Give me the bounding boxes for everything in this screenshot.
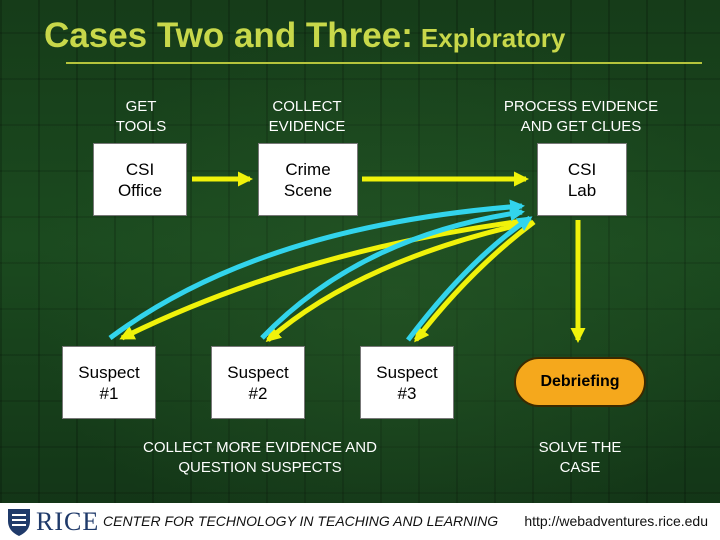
arrow-suspect2-to-lab — [260, 206, 525, 340]
title-main: Cases Two and Three: — [44, 16, 413, 55]
node-crime-scene: Crime Scene — [258, 143, 358, 216]
header-get-tools-text: GET TOOLS — [115, 98, 167, 135]
footer-bar: RICE CENTER FOR TECHNOLOGY IN TEACHING A… — [0, 503, 720, 540]
node-suspect-2-label: Suspect #2 — [227, 362, 289, 403]
header-collect-evidence: COLLECT EVIDENCE — [247, 97, 367, 137]
header-collect-evidence-text: COLLECT EVIDENCE — [268, 98, 346, 135]
node-suspect-3-label: Suspect #3 — [376, 362, 438, 403]
node-debriefing: Debriefing — [514, 357, 646, 407]
title-underline — [66, 62, 702, 64]
note-collect-more-text: COLLECT MORE EVIDENCE AND QUESTION SUSPE… — [143, 439, 377, 476]
node-suspect-1-label: Suspect #1 — [78, 362, 140, 403]
arrow-suspect3-to-lab — [406, 215, 533, 342]
node-debriefing-label: Debriefing — [540, 373, 620, 390]
header-get-tools: GET TOOLS — [96, 97, 186, 137]
page-title: Cases Two and Three:Exploratory — [44, 16, 565, 60]
center-name: CENTER FOR TECHNOLOGY IN TEACHING AND LE… — [103, 513, 499, 529]
header-process-evidence: PROCESS EVIDENCE AND GET CLUES — [485, 97, 677, 137]
note-collect-more: COLLECT MORE EVIDENCE AND QUESTION SUSPE… — [126, 438, 394, 478]
arrow-suspect1-to-lab — [108, 199, 525, 341]
node-csi-office: CSI Office — [93, 143, 187, 216]
node-csi-office-label: CSI Office — [117, 159, 163, 200]
note-solve-case-text: SOLVE THE CASE — [538, 439, 622, 476]
arrow-lab-to-suspect2 — [265, 219, 533, 342]
header-process-evidence-text: PROCESS EVIDENCE AND GET CLUES — [503, 98, 659, 135]
arrow-lab-to-suspect3 — [414, 220, 536, 343]
arrow-lab-to-suspect1 — [119, 217, 531, 341]
node-crime-scene-label: Crime Scene — [283, 159, 333, 200]
shield-icon — [8, 509, 30, 536]
node-suspect-2: Suspect #2 — [211, 346, 305, 419]
node-csi-lab: CSI Lab — [537, 143, 627, 216]
node-suspect-3: Suspect #3 — [360, 346, 454, 419]
title-sub: Exploratory — [420, 23, 566, 53]
node-csi-lab-label: CSI Lab — [567, 159, 597, 200]
logo-text: RICE — [36, 507, 100, 536]
node-suspect-1: Suspect #1 — [62, 346, 156, 419]
note-solve-case: SOLVE THE CASE — [520, 438, 640, 478]
rice-logo: RICE — [6, 507, 99, 537]
footer-url[interactable]: http://webadventures.rice.edu — [524, 513, 708, 529]
